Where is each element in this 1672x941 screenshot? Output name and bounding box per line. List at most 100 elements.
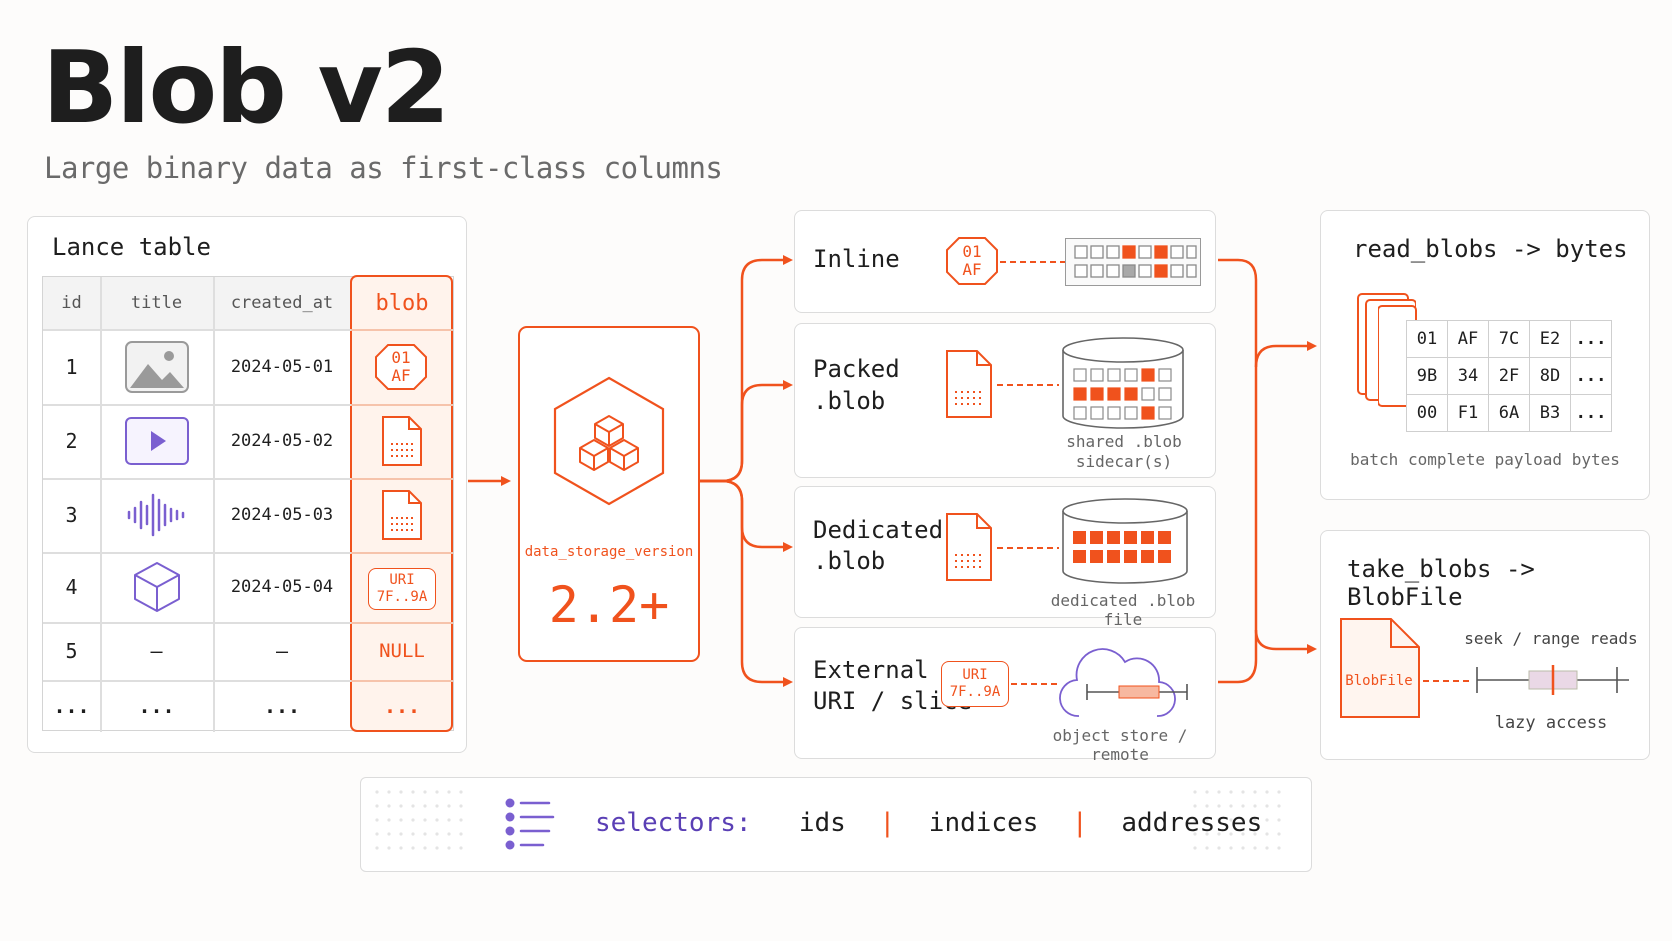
take-blobs-title: take_blobs -> BlobFile [1347,555,1535,611]
arrow-to-packed [700,380,793,483]
inline-label: Inline [813,245,900,273]
bytes-grid: 01 AF 7C E2 ... 9B 34 2F 8D ... 00 F1 6A… [1406,320,1612,432]
merge-line [1218,258,1258,684]
uri-chip-line2: 7F..9A [949,684,1001,700]
table-row-1-created-at: 2024-05-01 [230,356,334,377]
version-value: 2.2+ [548,576,670,634]
byte-cell: B3 [1529,394,1571,432]
cloud-icon [1059,648,1188,717]
packed-label-line1: Packed [813,355,900,383]
hex-chip-label: 01 AF [962,242,982,279]
selector-addresses: addresses [1121,808,1263,838]
table-row-3-blob [351,478,453,552]
lance-table-heading: Lance table [52,233,211,261]
arrow-to-external [700,479,793,687]
packed-caption-line2: sidecar(s) [1075,452,1173,471]
read-blobs-caption: batch complete payload bytes [1350,450,1620,469]
arrow-to-dedicated [700,479,793,552]
table-row-1-title [100,329,213,404]
inline-hex-chip: 01 AF [945,236,999,286]
data-storage-version-box: data_storage_version 2.2+ [518,326,700,662]
byte-cell: 2F [1488,357,1530,395]
version-label: data_storage_version [524,544,694,560]
byte-cell: ... [1570,357,1612,395]
table-row-4-created-at: 2024-05-04 [230,577,334,597]
table-row-5-blob: NULL [379,640,425,662]
selectors-label: selectors: [595,808,752,838]
byte-cell: E2 [1529,320,1571,358]
file-icon [382,416,422,466]
packed-label-line2: .blob [813,387,886,415]
table-row-6-blob: ... [383,694,421,718]
table-row-4-id: 4 [65,575,78,599]
table-row-5-created-at: – [275,639,289,663]
page-title: Blob v2 [42,29,450,146]
table-row-5-id: 5 [65,639,78,663]
byte-cell: 34 [1447,357,1489,395]
byte-cell: 8D [1529,357,1571,395]
selector-list-icon [505,798,555,850]
table-row-4-blob-uri-chip: URI 7F..9A [368,568,436,610]
inline-storage-panel: Inline 01 AF [794,210,1216,313]
column-header-id: id [43,277,100,329]
packed-storage-panel: Packed .blob shared .blob sidecar(s) [794,323,1216,478]
cube-icon [133,562,180,612]
seek-caption: seek / range reads [1464,629,1638,648]
byte-cell: 9B [1406,357,1448,395]
hex-chip-label: 01 AF [391,348,411,385]
byte-cell: AF [1447,320,1489,358]
selectors-text: selectors: ids | indices | addresses [595,808,1262,838]
external-caption: object store / remote [1052,726,1188,764]
table-row-2-blob [351,404,453,478]
file-icon [946,513,992,581]
inline-blocks [1074,245,1197,278]
take-blobs-panel: take_blobs -> BlobFile BlobFile seek / r… [1320,530,1650,760]
selector-separator: | [1072,808,1088,838]
read-blobs-title: read_blobs -> bytes [1353,235,1628,263]
table-row-6-title: ... [138,694,175,718]
file-icon [382,490,422,540]
dedicated-label-line1: Dedicated [813,516,944,544]
inline-block-grid [1065,238,1201,286]
table-row-6-created-at: ... [263,694,301,718]
byte-cell: 01 [1406,320,1448,358]
dedicated-caption: dedicated .blob file [1050,591,1196,629]
video-icon [124,417,189,465]
page-subtitle: Large binary data as first-class columns [44,151,723,185]
dedicated-blob-cylinder-icon [1062,498,1188,584]
byte-cell: F1 [1447,394,1489,432]
shared-blob-cylinder-icon [1062,337,1184,429]
lance-table: id title created_at blob 1 2024-05-01 01… [42,275,454,732]
dedicated-label-line2: .blob [813,547,886,575]
blobfile-icon [1340,618,1420,718]
table-row-1-blob-hex-chip: 01 AF [374,343,428,391]
byte-cell: ... [1570,320,1612,358]
arrow-to-read-blobs [1254,341,1317,368]
audio-wave-icon [127,493,184,537]
table-row-2-id: 2 [65,429,78,453]
selector-separator: | [879,808,896,838]
selectors-bar: selectors: ids | indices | addresses [360,777,1312,872]
arrow-to-take-blobs [1254,629,1317,654]
lazy-access-caption: lazy access [1494,713,1608,733]
external-storage-panel: External URI / slice URI 7F..9A object s… [794,627,1216,764]
external-uri-chip: URI 7F..9A [941,661,1009,707]
blobfile-label: BlobFile [1345,673,1413,689]
packed-caption-line1: shared .blob [1066,432,1182,451]
table-row-2-title [100,404,213,478]
selector-indices: indices [928,808,1039,838]
table-row-1-id: 1 [65,354,78,379]
dot-pattern-left [375,790,463,850]
dot-pattern-right [1193,790,1281,850]
byte-cell: 7C [1488,320,1530,358]
uri-chip-line1: URI [962,667,988,683]
arrow-to-inline [700,255,793,483]
file-icon [946,350,992,418]
table-row-3-title [100,478,213,552]
byte-cell: ... [1570,394,1612,432]
table-row-3-created-at: 2024-05-03 [230,505,334,525]
external-label-line1: External [813,656,929,684]
table-row-3-id: 3 [65,503,78,527]
column-header-blob: blob [375,290,429,316]
